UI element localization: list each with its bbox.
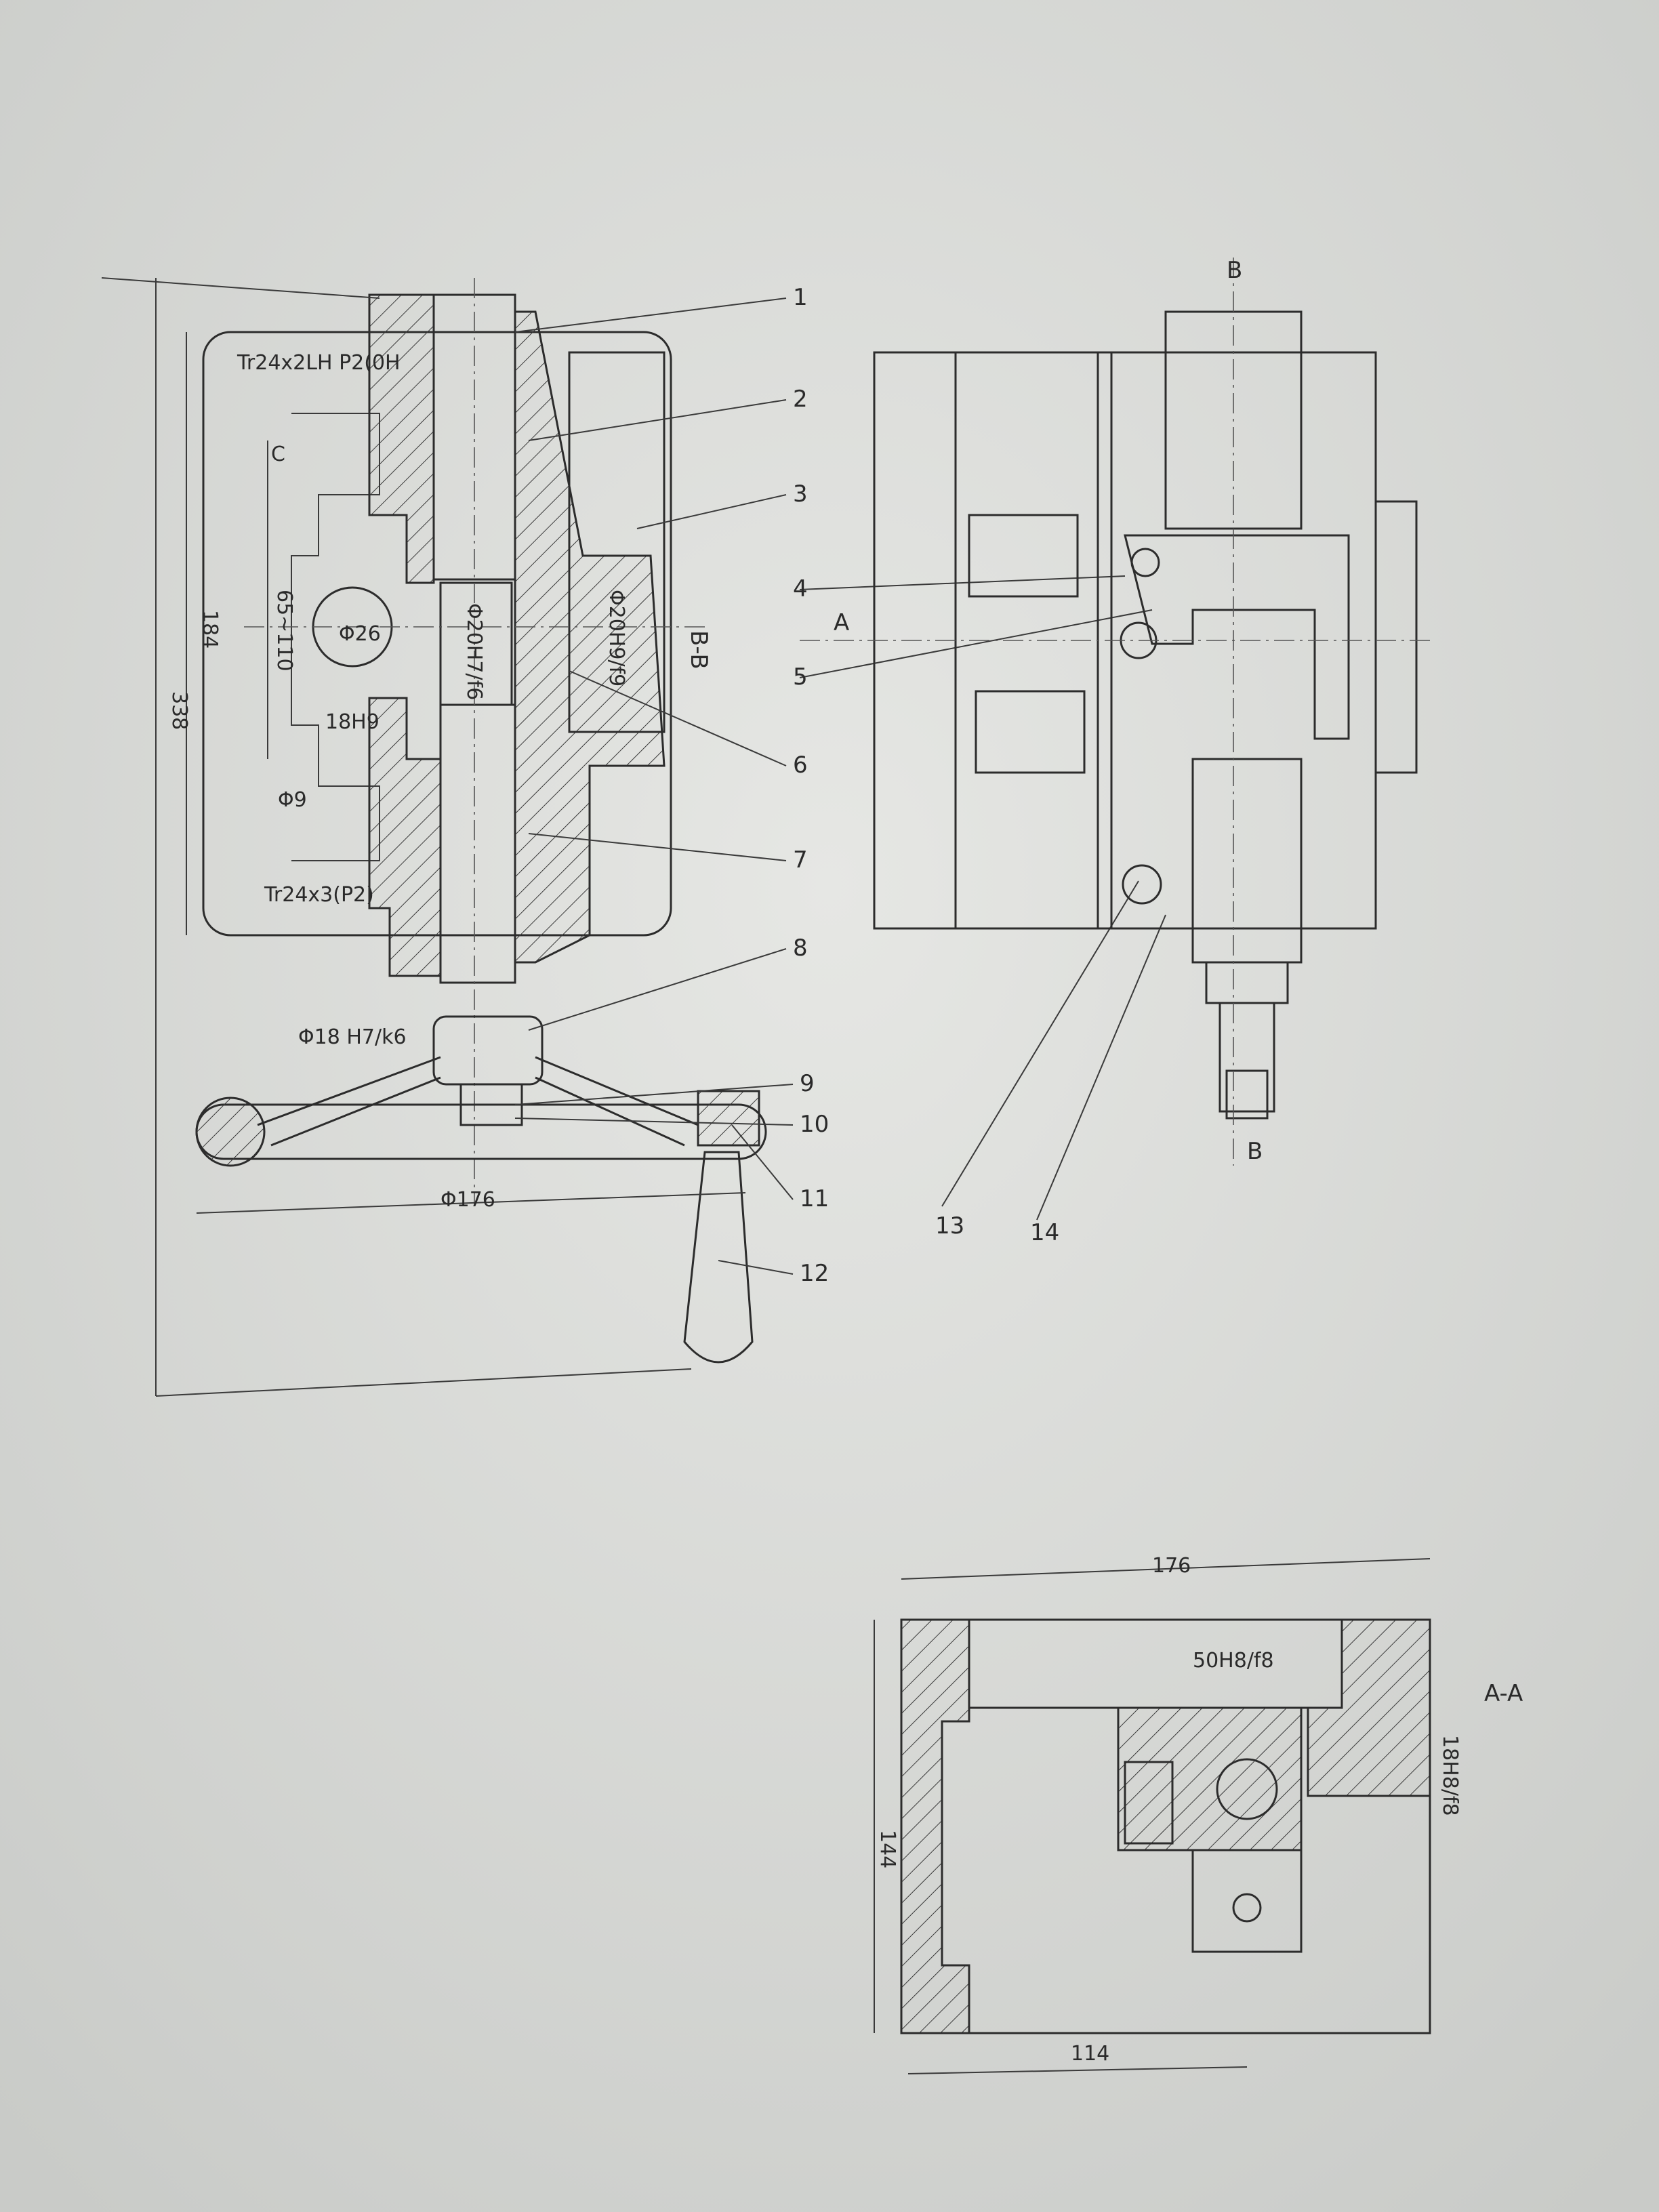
part-number-5: 5 (793, 663, 808, 691)
part-number-8: 8 (793, 935, 808, 962)
dim-aa-height: 144 (876, 1830, 899, 1868)
dim-fit-left: Φ20H7/f6 (462, 603, 486, 700)
nut-middle (439, 581, 513, 706)
dim-line-114 (907, 2066, 1248, 2074)
side-window-upper (968, 514, 1079, 598)
pin-13 (1122, 864, 1162, 905)
aa-lower-boss (1191, 1849, 1303, 1953)
section-bb-title: B-B (685, 630, 712, 670)
part-leaders (514, 298, 1166, 1275)
side-window-lower (975, 690, 1086, 774)
dim-aa-width: 176 (1152, 1554, 1191, 1578)
aa-key (1124, 1761, 1174, 1845)
spoke-right (535, 1056, 699, 1126)
spoke-right-2 (535, 1076, 685, 1147)
dim-fit-handwheel: Φ18 H7/k6 (298, 1025, 407, 1049)
part-number-7: 7 (793, 846, 808, 874)
ext-line-bottom (155, 1368, 692, 1397)
aa-lower-hole (1232, 1893, 1262, 1923)
part-number-1: 1 (793, 284, 808, 311)
dim-338: 338 (167, 691, 191, 730)
part-number-10: 10 (800, 1111, 829, 1138)
dim-line-176-aa (901, 1558, 1431, 1580)
side-plate (568, 351, 665, 733)
spoke-left-2 (270, 1076, 441, 1147)
screw-head-4 (1130, 548, 1160, 577)
dim-aa-offset: 114 (1071, 2042, 1109, 2066)
cut-mark-a: A (834, 609, 849, 636)
spoke-left (257, 1056, 441, 1126)
side-view: B B A (800, 257, 1430, 1166)
dim-travel: 65~110 (272, 590, 296, 672)
screw-tip-3 (1225, 1069, 1269, 1120)
part-number-6: 6 (793, 752, 808, 779)
dim-184: 184 (198, 610, 222, 649)
rim-section-left (195, 1097, 266, 1167)
part-number-labels: 1 2 3 4 5 6 7 8 9 10 11 12 13 14 (793, 284, 1059, 1287)
dim-hole: Φ26 (339, 622, 381, 646)
aa-screw (1216, 1758, 1278, 1820)
part-number-2: 2 (793, 386, 808, 413)
screw-tip-2 (1218, 1002, 1275, 1113)
part-number-12: 12 (800, 1260, 829, 1287)
crank-handle (683, 1151, 754, 1364)
part-number-13: 13 (935, 1212, 964, 1240)
slider-hatched (514, 310, 665, 964)
dim-line-176 (196, 1192, 746, 1214)
part-number-14: 14 (1030, 1219, 1059, 1246)
part-number-3: 3 (793, 480, 808, 508)
aa-slider (1117, 1706, 1303, 1851)
dim-handwheel: Φ176 (441, 1188, 495, 1212)
ext-line-top (101, 277, 380, 299)
dim-thread-top: Tr24x2LH P2(0H (237, 351, 401, 375)
section-bb-labels: 338 184 Tr24x2LH P2(0H Tr24x3(P2) 65~110… (167, 351, 712, 1212)
part-number-11: 11 (800, 1185, 829, 1212)
dim-pin: Φ9 (278, 788, 307, 812)
dim-small-c: C (271, 443, 285, 466)
side-view-flange (1374, 380, 1418, 908)
clamp-bracket (1124, 534, 1350, 740)
handle-boss (697, 1090, 760, 1147)
part-number-4: 4 (793, 575, 808, 602)
cut-mark-b-bottom: B (1247, 1138, 1263, 1165)
part-number-9: 9 (800, 1070, 815, 1097)
section-aa-view: 176 144 114 50H8/f8 18H8/f8 A-A (874, 1554, 1523, 2074)
dim-thread-bottom: Tr24x3(P2) (264, 883, 374, 907)
dim-fit-right: Φ20H9/f9 (605, 590, 628, 687)
dim-aa-slot-fit: 50H8/f8 (1193, 1649, 1274, 1673)
section-aa-title: A-A (1484, 1680, 1523, 1707)
dim-slot: 18H9 (325, 710, 380, 734)
cut-mark-b-top: B (1227, 257, 1242, 284)
dim-aa-key-fit: 18H8/f8 (1438, 1735, 1462, 1816)
